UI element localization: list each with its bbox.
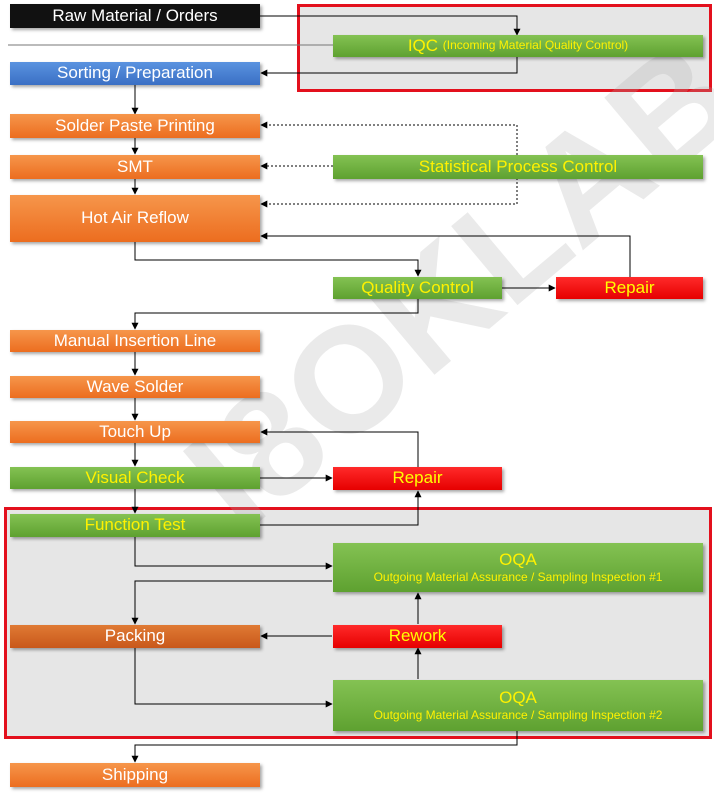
oqa-sub-label-1: Outgoing Material Assurance / Sampling I…: [373, 570, 663, 585]
oqa-sub-label-2: Outgoing Material Assurance / Sampling I…: [373, 708, 663, 723]
raw-material-orders-box: Raw Material / Orders: [10, 4, 260, 28]
hot-air-reflow-label: Hot Air Reflow: [81, 208, 189, 228]
oqa-box-2: OQA Outgoing Material Assurance / Sampli…: [333, 680, 703, 731]
wave-solder-box: Wave Solder: [10, 376, 260, 398]
smt-box: SMT: [10, 155, 260, 179]
rework-box: Rework: [333, 625, 502, 648]
touch-up-box: Touch Up: [10, 421, 260, 443]
manual-insertion-line-box: Manual Insertion Line: [10, 330, 260, 352]
hot-air-reflow-box: Hot Air Reflow: [10, 195, 260, 242]
iqc-box: IQC (Incoming Material Quality Control): [333, 35, 703, 57]
function-test-label: Function Test: [84, 515, 186, 535]
packing-label: Packing: [104, 626, 166, 646]
repair-box-1: Repair: [556, 277, 703, 299]
oqa-box-1: OQA Outgoing Material Assurance / Sampli…: [333, 543, 703, 592]
visual-check-box: Visual Check: [10, 467, 260, 489]
sorting-preparation-box: Sorting / Preparation: [10, 62, 260, 85]
repair-box-2: Repair: [333, 467, 502, 490]
quality-control-label: Quality Control: [361, 277, 474, 297]
sorting-preparation-label: Sorting / Preparation: [57, 63, 213, 83]
repair-label-1: Repair: [604, 277, 655, 297]
oqa-label-2: OQA: [499, 687, 537, 707]
shipping-box: Shipping: [10, 763, 260, 787]
rework-label: Rework: [388, 626, 447, 646]
solder-paste-printing-label: Solder Paste Printing: [55, 115, 215, 135]
smt-label: SMT: [117, 156, 153, 176]
shipping-label: Shipping: [101, 764, 169, 784]
oqa-label-1: OQA: [499, 549, 537, 569]
iqc-label: IQC: [407, 35, 439, 55]
manual-insertion-line-label: Manual Insertion Line: [53, 330, 217, 350]
raw-material-orders-label: Raw Material / Orders: [52, 5, 218, 25]
statistical-process-control-label: Statistical Process Control: [418, 156, 618, 176]
quality-control-box: Quality Control: [333, 277, 502, 299]
function-test-box: Function Test: [10, 514, 260, 537]
repair-label-2: Repair: [392, 468, 443, 488]
touch-up-label: Touch Up: [99, 421, 171, 441]
iqc-sub-label: (Incoming Material Quality Control): [442, 38, 629, 53]
packing-box: Packing: [10, 625, 260, 648]
solder-paste-printing-box: Solder Paste Printing: [10, 114, 260, 138]
statistical-process-control-box: Statistical Process Control: [333, 155, 703, 179]
visual-check-label: Visual Check: [85, 467, 185, 487]
wave-solder-label: Wave Solder: [86, 376, 184, 396]
